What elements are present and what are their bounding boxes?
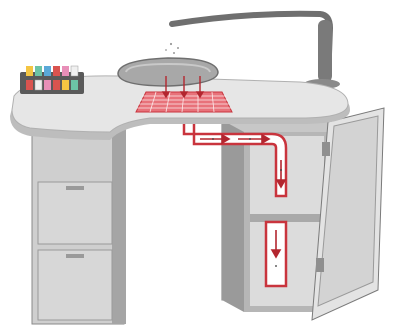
drawer-icon [38,182,112,244]
nail-polish-rack-icon [20,66,84,94]
drawer-pedestal [32,128,126,324]
drawer-icon [38,250,112,320]
dust-particles [165,43,179,54]
hand-rest-icon [118,58,218,86]
